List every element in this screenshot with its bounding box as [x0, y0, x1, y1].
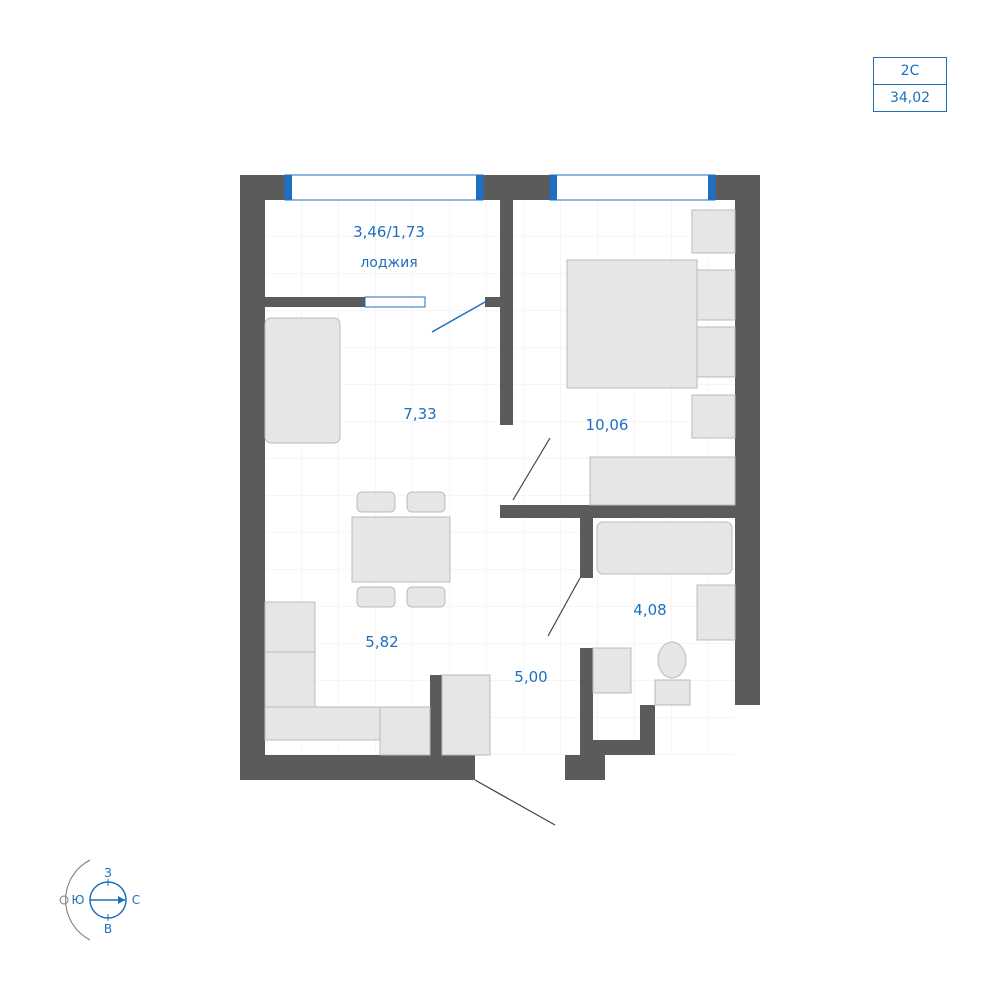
- living-area: 7,33: [403, 405, 437, 423]
- compass-west: З: [104, 866, 112, 880]
- kitchen-area: 5,82: [365, 633, 399, 651]
- total-area-badge: 34,02: [873, 84, 947, 112]
- loggia-area: 3,46/1,73: [353, 223, 425, 241]
- doors: [474, 437, 581, 826]
- bedroom-area: 10,06: [585, 416, 629, 434]
- compass-north: С: [131, 893, 141, 907]
- compass-south: Ю: [71, 893, 85, 907]
- loggia-label: лоджия: [360, 255, 418, 271]
- compass-east: В: [103, 922, 113, 936]
- windows: [284, 174, 716, 333]
- furniture: [264, 209, 736, 756]
- walls: [240, 175, 760, 780]
- hallway-area: 5,00: [514, 668, 548, 686]
- apartment-type-badge: 2C: [873, 57, 947, 85]
- bathroom-area: 4,08: [633, 601, 667, 619]
